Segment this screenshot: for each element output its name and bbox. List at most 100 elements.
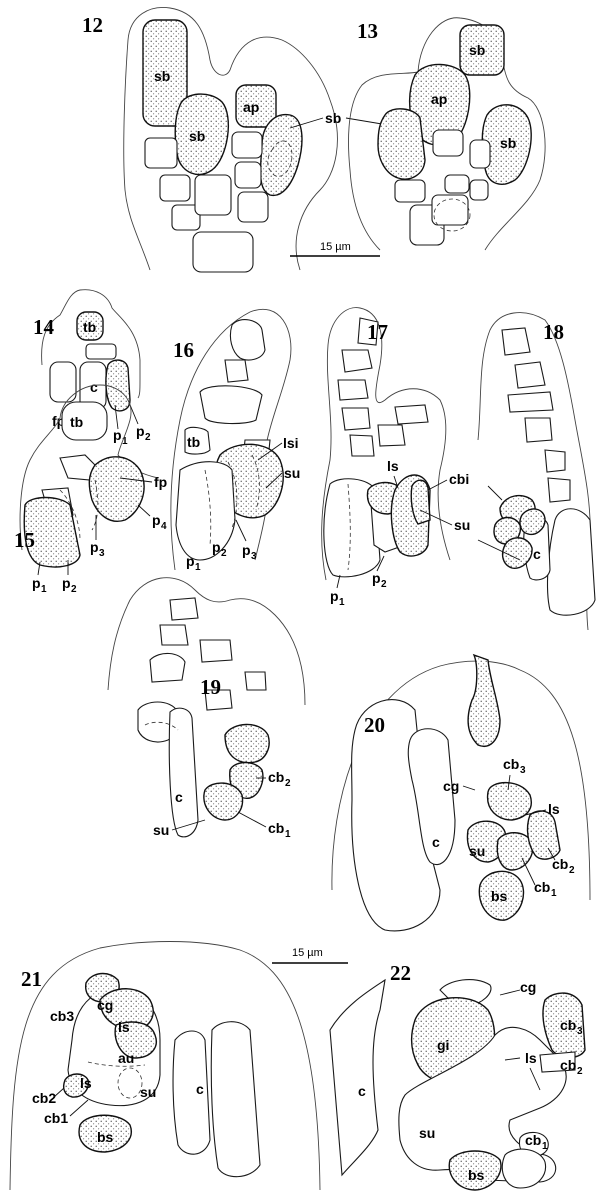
label-cb1-20-sub: 1 (551, 888, 557, 899)
label-c-20: c (432, 834, 440, 850)
label-p3-16-base: p (242, 542, 251, 558)
label-p2-17-base: p (372, 570, 381, 586)
scale-bar-bottom: 15 µm (272, 947, 348, 963)
label-cg-22: cg (520, 979, 536, 995)
scale-bar-top-label: 15 µm (320, 241, 351, 253)
label-sb-c: sb (469, 42, 485, 58)
label-p2-16-sub: 2 (221, 548, 227, 559)
label-su-17: su (454, 517, 470, 533)
label-p2-15-base: p (62, 575, 71, 591)
label-ap-13: ap (431, 91, 447, 107)
label-cg-20: cg (443, 778, 459, 794)
label-ls-20: ls (548, 801, 560, 817)
label-ls-21-b: ls (80, 1075, 92, 1091)
label-cb1-19-base: cb (268, 820, 284, 836)
figure-22: 22 cg cb 3 gi ls cb 2 c su cb 1 bs (330, 961, 585, 1190)
label-su-19: su (153, 822, 169, 838)
label-su-22: su (419, 1125, 435, 1141)
figure-19: 19 c su cb 2 cb 1 (108, 578, 305, 840)
label-p1-14-base: p (113, 427, 122, 443)
label-cb2-20-sub: 2 (569, 865, 575, 876)
figure-number-22: 22 (390, 961, 411, 985)
label-c-22: c (358, 1083, 366, 1099)
label-p1-15-sub: 1 (41, 584, 47, 595)
label-p1-17-sub: 1 (339, 597, 345, 608)
label-p1-17-base: p (330, 588, 339, 604)
scale-bar-bottom-label: 15 µm (292, 947, 323, 959)
label-lsi-16: lsi (283, 435, 299, 451)
label-bs-20: bs (491, 888, 508, 904)
label-p1-16-sub: 1 (195, 562, 201, 573)
label-cb3-21: cb3 (50, 1008, 74, 1024)
label-bs-22: bs (468, 1167, 485, 1183)
label-c-21: c (196, 1081, 204, 1097)
label-cb2-22-base: cb (560, 1057, 576, 1073)
label-cb3-20-base: cb (503, 756, 519, 772)
label-cb1-19-sub: 1 (285, 829, 291, 840)
label-cb2-19-base: cb (268, 769, 284, 785)
label-sb-a: sb (154, 68, 170, 84)
label-p4-15-base: p (152, 512, 161, 528)
label-p2-14-sub: 2 (145, 432, 151, 443)
label-cbi-17: cbi (449, 471, 469, 487)
label-sb-d: sb (500, 135, 516, 151)
label-sb-b: sb (189, 128, 205, 144)
figure-20: 20 cg cb 3 ls c su cb 2 cb 1 bs (332, 655, 590, 931)
label-ls-21-a: ls (118, 1019, 130, 1035)
label-cb1-20-base: cb (534, 879, 550, 895)
figure-number-15: 15 (14, 528, 35, 552)
label-c-14: c (90, 379, 98, 395)
label-fp-15: fp (154, 474, 167, 490)
scale-bar-top: 15 µm (290, 241, 380, 256)
shared-sb-callout: sb (290, 110, 382, 128)
label-ap-12: ap (243, 99, 259, 115)
figure-17: 17 ls cbi su p 1 p 2 (322, 308, 471, 608)
label-tb-14: tb (83, 319, 96, 335)
figure-number-18: 18 (543, 320, 564, 344)
figure-18: 18 c (478, 313, 595, 630)
label-bs-21: bs (97, 1129, 114, 1145)
label-p2-14-base: p (136, 423, 145, 439)
label-au-21: au (118, 1050, 134, 1066)
figure-number-21: 21 (21, 967, 42, 991)
label-p1-14-sub: 1 (122, 436, 128, 447)
label-p3-15-sub: 3 (99, 548, 105, 559)
label-cb3-20-sub: 3 (520, 765, 526, 776)
label-p2-17-sub: 2 (381, 579, 387, 590)
label-tb-16: tb (187, 434, 200, 450)
label-su-21: su (140, 1084, 156, 1100)
label-sb-shared: sb (325, 110, 341, 126)
label-ls-17: ls (387, 458, 399, 474)
label-p1-15-base: p (32, 575, 41, 591)
label-gi-22: gi (437, 1037, 449, 1053)
label-c-18: c (533, 546, 541, 562)
label-su-20: su (469, 843, 485, 859)
label-p3-16-sub: 3 (251, 551, 257, 562)
figure-number-17: 17 (367, 320, 388, 344)
figure-12: 12 sb sb ap (82, 7, 337, 272)
label-cb2-21: cb2 (32, 1090, 56, 1106)
label-cb2-22-sub: 2 (577, 1066, 583, 1077)
label-p2-15-sub: 2 (71, 584, 77, 595)
label-cb2-19-sub: 2 (285, 778, 291, 789)
label-p1-16-base: p (186, 553, 195, 569)
figure-number-20: 20 (364, 713, 385, 737)
label-cg-21: cg (97, 997, 113, 1013)
figure-number-19: 19 (200, 675, 221, 699)
label-cb1-22-sub: 1 (542, 1141, 548, 1152)
figure-15: 15 tb fp p 4 p 3 p 1 p 2 (14, 385, 167, 595)
label-cb1-21: cb1 (44, 1110, 68, 1126)
label-ls-22: ls (525, 1050, 537, 1066)
figure-number-12: 12 (82, 13, 103, 37)
label-su-16: su (284, 465, 300, 481)
label-cb3-22-sub: 3 (577, 1026, 583, 1037)
figure-number-14: 14 (33, 315, 55, 339)
figure-number-13: 13 (357, 19, 378, 43)
label-tb-15: tb (70, 414, 83, 430)
label-c-19: c (175, 789, 183, 805)
label-cb1-22-base: cb (525, 1132, 541, 1148)
label-cb3-22-base: cb (560, 1017, 576, 1033)
figure-13: 13 sb ap sb (349, 18, 546, 250)
figure-16: 16 tb lsi su p 1 p 2 p 3 (171, 309, 300, 573)
